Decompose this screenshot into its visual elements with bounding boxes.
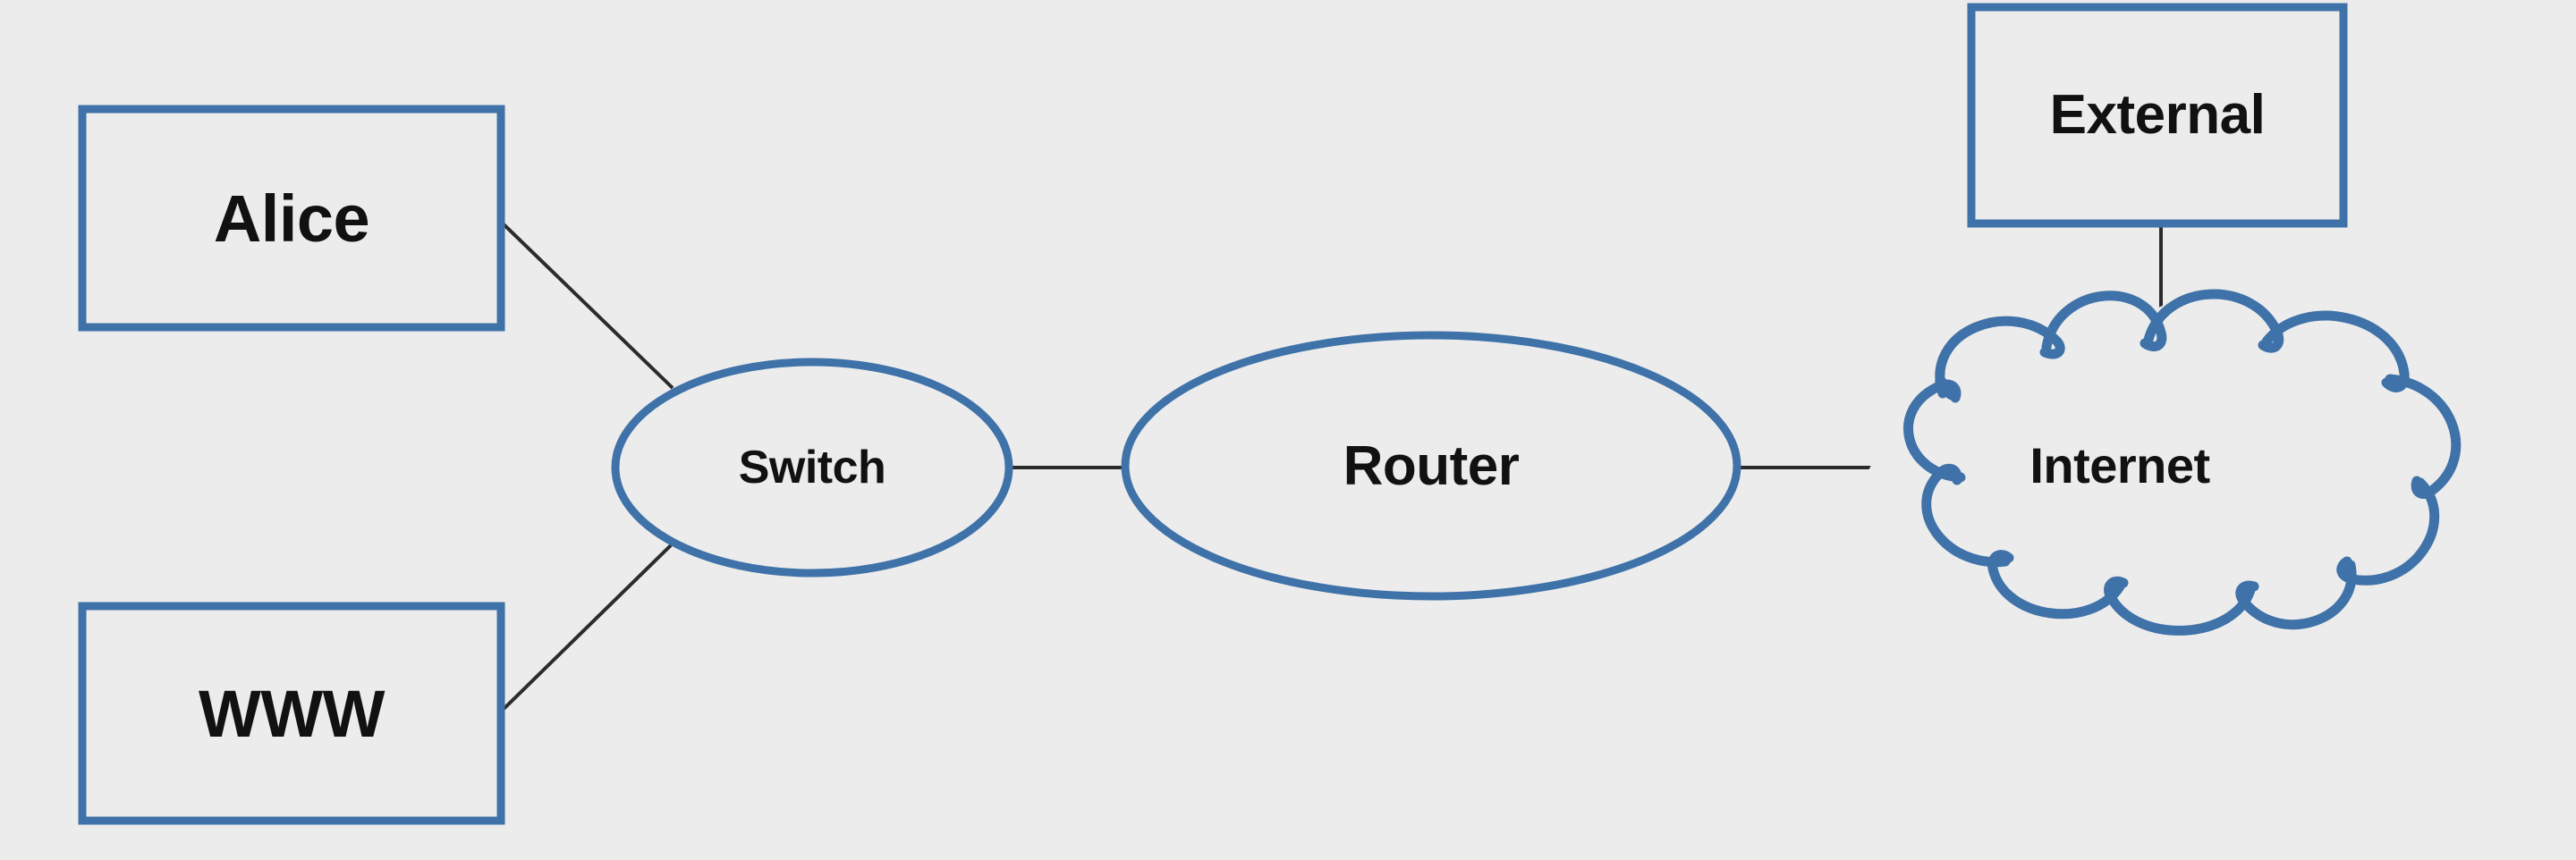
node-www-label: WWW bbox=[198, 676, 386, 751]
node-router-label: Router bbox=[1343, 434, 1520, 497]
node-www-shape[interactable] bbox=[78, 602, 505, 825]
node-switch-label: Switch bbox=[738, 442, 886, 493]
node-external-label: External bbox=[2049, 83, 2266, 146]
node-internet-label: Internet bbox=[2029, 436, 2210, 493]
node-internet-shape[interactable] bbox=[1864, 289, 2471, 636]
node-alice-label: Alice bbox=[213, 181, 370, 256]
link-group bbox=[497, 218, 2163, 715]
link-alice-switch[interactable] bbox=[497, 218, 674, 390]
link-www-switch[interactable] bbox=[497, 544, 673, 715]
node-switch-shape[interactable] bbox=[611, 358, 1013, 578]
node-router-shape[interactable] bbox=[1121, 331, 1741, 601]
node-alice-shape[interactable] bbox=[78, 105, 505, 332]
node-external-shape[interactable] bbox=[1967, 3, 2348, 228]
